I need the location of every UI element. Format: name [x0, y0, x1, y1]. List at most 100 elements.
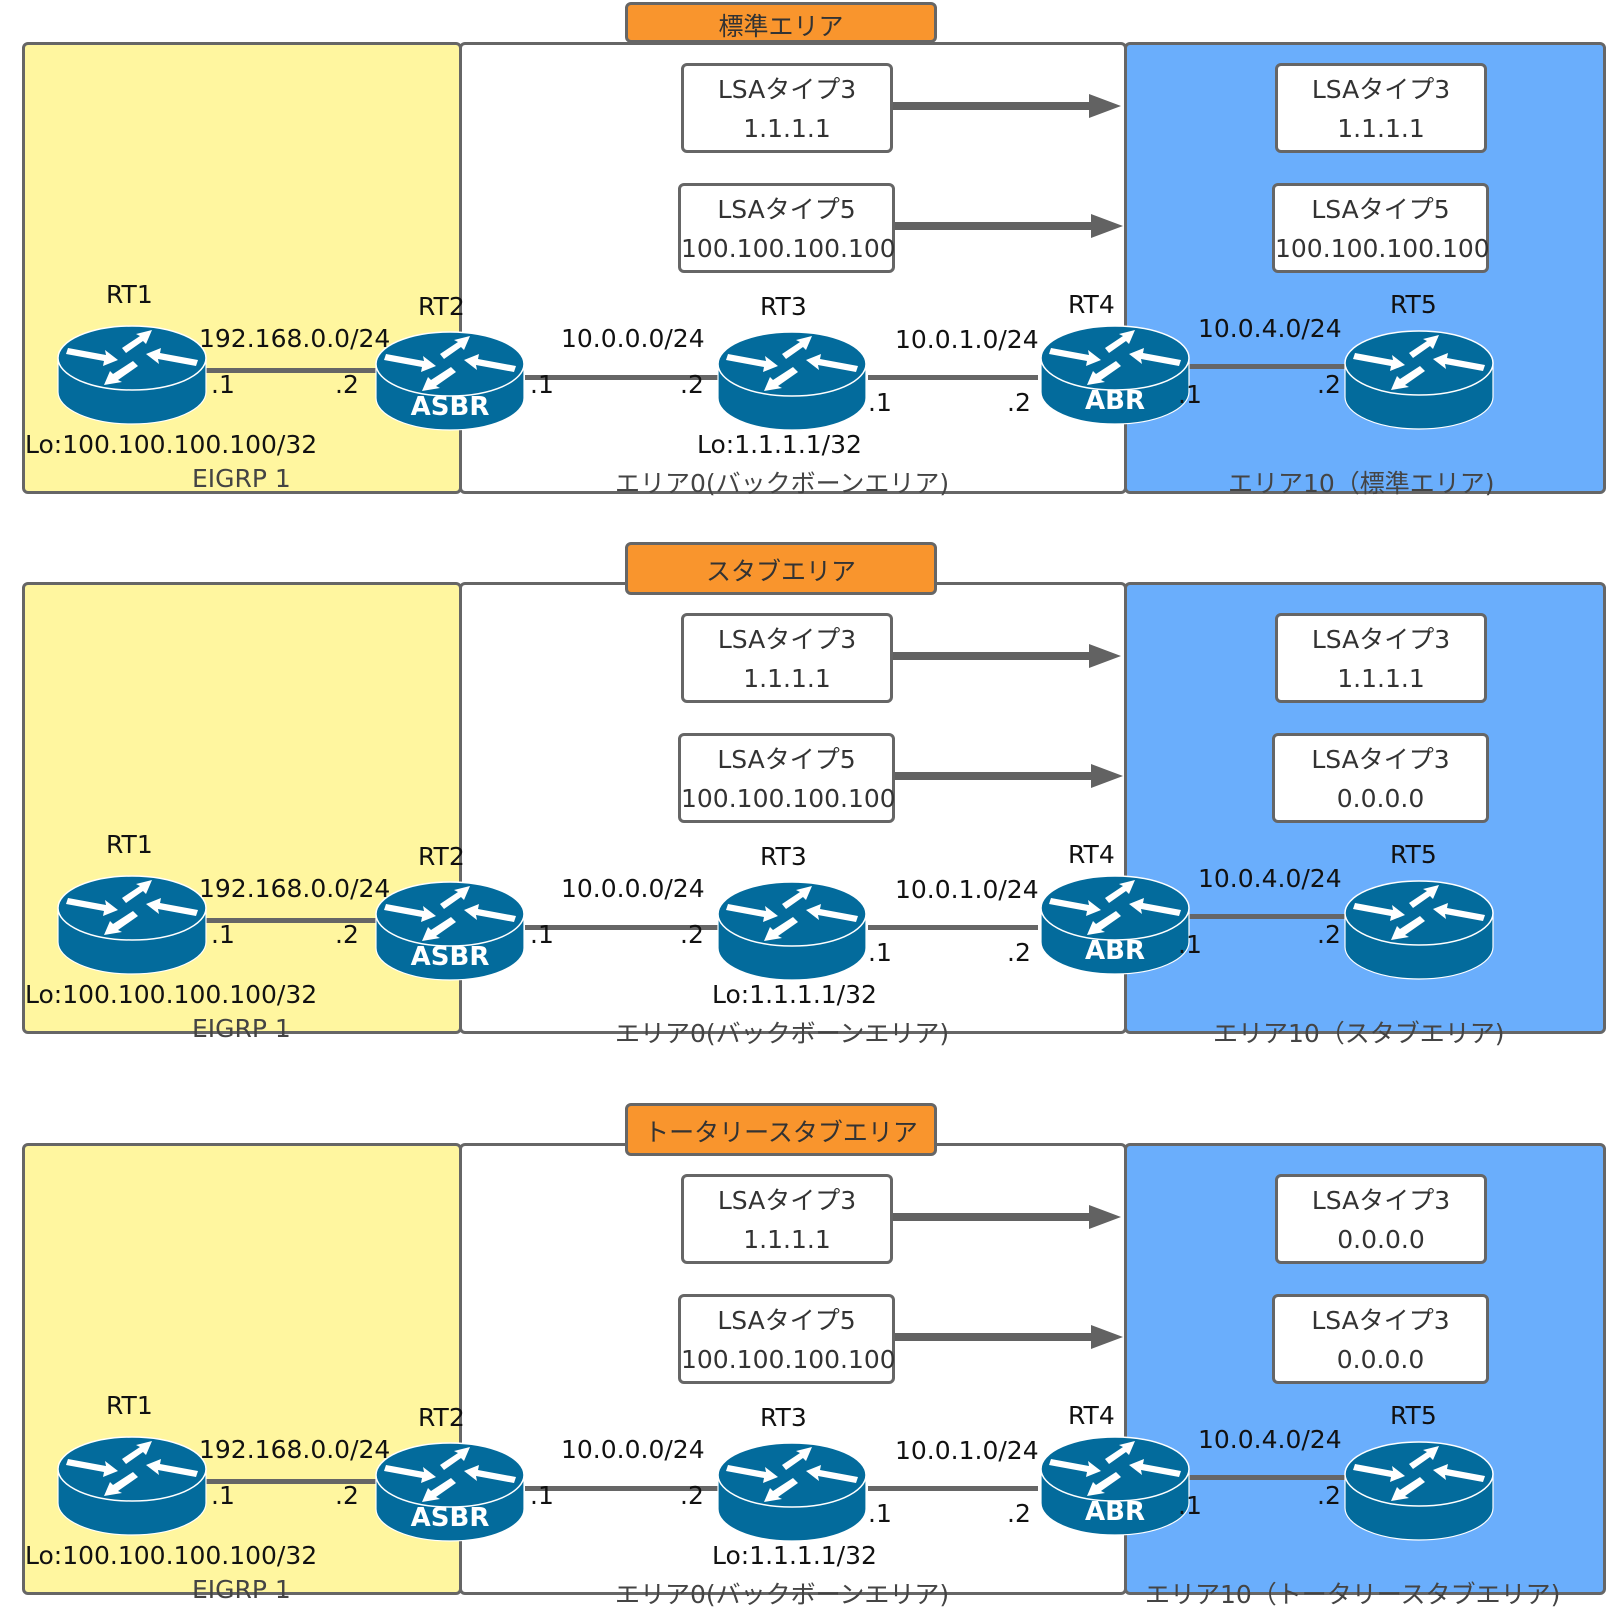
network-link — [205, 1479, 380, 1484]
router-icon — [1344, 330, 1494, 430]
router-name-label: RT2 — [418, 292, 465, 321]
network-label: 192.168.0.0/24 — [199, 324, 391, 353]
router-name-label: RT3 — [760, 292, 807, 321]
router-icon — [717, 331, 867, 431]
router-icon — [57, 875, 207, 975]
network-link — [525, 375, 720, 380]
router-role-label: ASBR — [410, 1503, 490, 1533]
lsa-route: 0.0.0.0 — [1336, 784, 1425, 813]
loopback-label: Lo:1.1.1.1/32 — [712, 980, 877, 1009]
lsa-flood-arrow — [895, 214, 1123, 238]
router-rt4[interactable]: ABR — [1039, 322, 1191, 426]
network-link — [1186, 914, 1346, 919]
router-role-label: ABR — [1085, 386, 1145, 416]
router-rt2[interactable]: ASBR — [374, 328, 526, 432]
network-link — [205, 918, 380, 923]
network-label: 10.0.4.0/24 — [1198, 864, 1342, 893]
router-icon — [375, 331, 525, 431]
area10-label: エリア10（標準エリア) — [1228, 469, 1495, 498]
router-icon — [57, 1436, 207, 1536]
section-title-badge: トータリースタブエリア — [625, 1103, 937, 1156]
interface-label: .1 — [211, 370, 235, 399]
loopback-label: Lo:100.100.100.100/32 — [25, 980, 318, 1009]
lsa-type: LSAタイプ3 — [1311, 745, 1450, 774]
router-icon — [1344, 1441, 1494, 1541]
lsa-box-area10: LSAタイプ3 0.0.0.0 — [1275, 1174, 1487, 1264]
interface-label: .1 — [530, 920, 554, 949]
network-link — [1186, 364, 1346, 369]
loopback-label: Lo:100.100.100.100/32 — [25, 430, 318, 459]
lsa-route: 100.100.100.100 — [681, 1345, 896, 1374]
network-label: 10.0.0.0/24 — [561, 1435, 705, 1464]
router-rt4[interactable]: ABR — [1039, 872, 1191, 976]
router-icon — [57, 325, 207, 425]
router-rt5[interactable] — [1343, 877, 1495, 981]
lsa-route: 1.1.1.1 — [743, 664, 831, 693]
lsa-route: 0.0.0.0 — [1337, 1225, 1425, 1254]
router-rt3[interactable] — [716, 878, 868, 982]
router-name-label: RT5 — [1390, 1401, 1437, 1430]
router-role-label: ABR — [1085, 936, 1145, 966]
network-link — [868, 375, 1038, 380]
lsa-route: 100.100.100.100 — [681, 784, 896, 813]
interface-label: .2 — [1007, 938, 1031, 967]
router-rt1[interactable] — [56, 872, 208, 976]
router-rt4[interactable]: ABR — [1039, 1433, 1191, 1537]
eigrp-domain-label: EIGRP 1 — [192, 464, 291, 493]
backbone-area-label: エリア0(バックボーンエリア) — [615, 469, 950, 498]
network-link — [1186, 1475, 1346, 1480]
interface-label: .2 — [1317, 920, 1341, 949]
interface-label: .2 — [680, 920, 704, 949]
interface-label: .1 — [868, 388, 892, 417]
router-icon — [717, 881, 867, 981]
router-rt2[interactable]: ASBR — [374, 878, 526, 982]
interface-label: .2 — [1317, 1481, 1341, 1510]
lsa-flood-arrow — [895, 764, 1123, 788]
lsa-flood-arrow — [893, 1205, 1121, 1229]
router-rt3[interactable] — [716, 328, 868, 432]
router-rt1[interactable] — [56, 322, 208, 426]
router-name-label: RT1 — [106, 280, 153, 309]
lsa-route: 0.0.0.0 — [1336, 1345, 1425, 1374]
lsa-type: LSAタイプ3 — [1311, 75, 1451, 104]
backbone-area-label: エリア0(バックボーンエリア) — [615, 1019, 950, 1048]
router-rt5[interactable] — [1343, 327, 1495, 431]
loopback-label: Lo:1.1.1.1/32 — [697, 430, 862, 459]
network-link — [525, 925, 720, 930]
router-role-label: ASBR — [410, 392, 490, 422]
lsa-route: 100.100.100.100 — [1275, 234, 1490, 263]
router-icon — [1040, 875, 1190, 975]
eigrp-domain-label: EIGRP 1 — [192, 1014, 291, 1043]
interface-label: .2 — [1317, 370, 1341, 399]
interface-label: .1 — [211, 1481, 235, 1510]
router-name-label: RT4 — [1068, 290, 1115, 319]
lsa-route: 100.100.100.100 — [681, 234, 896, 263]
interface-label: .1 — [868, 1499, 892, 1528]
router-rt1[interactable] — [56, 1433, 208, 1537]
interface-label: .1 — [1178, 380, 1202, 409]
lsa-box-area10: LSAタイプ5 100.100.100.100 — [1272, 183, 1490, 273]
section-title-badge: スタブエリア — [625, 542, 937, 595]
lsa-type: LSAタイプ5 — [717, 195, 856, 224]
lsa-type: LSAタイプ3 — [1311, 1306, 1450, 1335]
router-icon — [717, 1442, 867, 1542]
interface-label: .2 — [1007, 1499, 1031, 1528]
router-role-label: ASBR — [410, 942, 490, 972]
interface-label: .1 — [868, 938, 892, 967]
router-icon — [375, 881, 525, 981]
interface-label: .1 — [1178, 930, 1202, 959]
lsa-type: LSAタイプ3 — [1311, 1186, 1451, 1215]
lsa-type: LSAタイプ3 — [1311, 625, 1451, 654]
router-name-label: RT1 — [106, 830, 153, 859]
router-rt3[interactable] — [716, 1439, 868, 1543]
network-label: 10.0.0.0/24 — [561, 324, 705, 353]
router-rt5[interactable] — [1343, 1438, 1495, 1542]
network-link — [868, 1486, 1038, 1491]
lsa-type: LSAタイプ5 — [1311, 195, 1450, 224]
router-rt2[interactable]: ASBR — [374, 1439, 526, 1543]
router-name-label: RT1 — [106, 1391, 153, 1420]
